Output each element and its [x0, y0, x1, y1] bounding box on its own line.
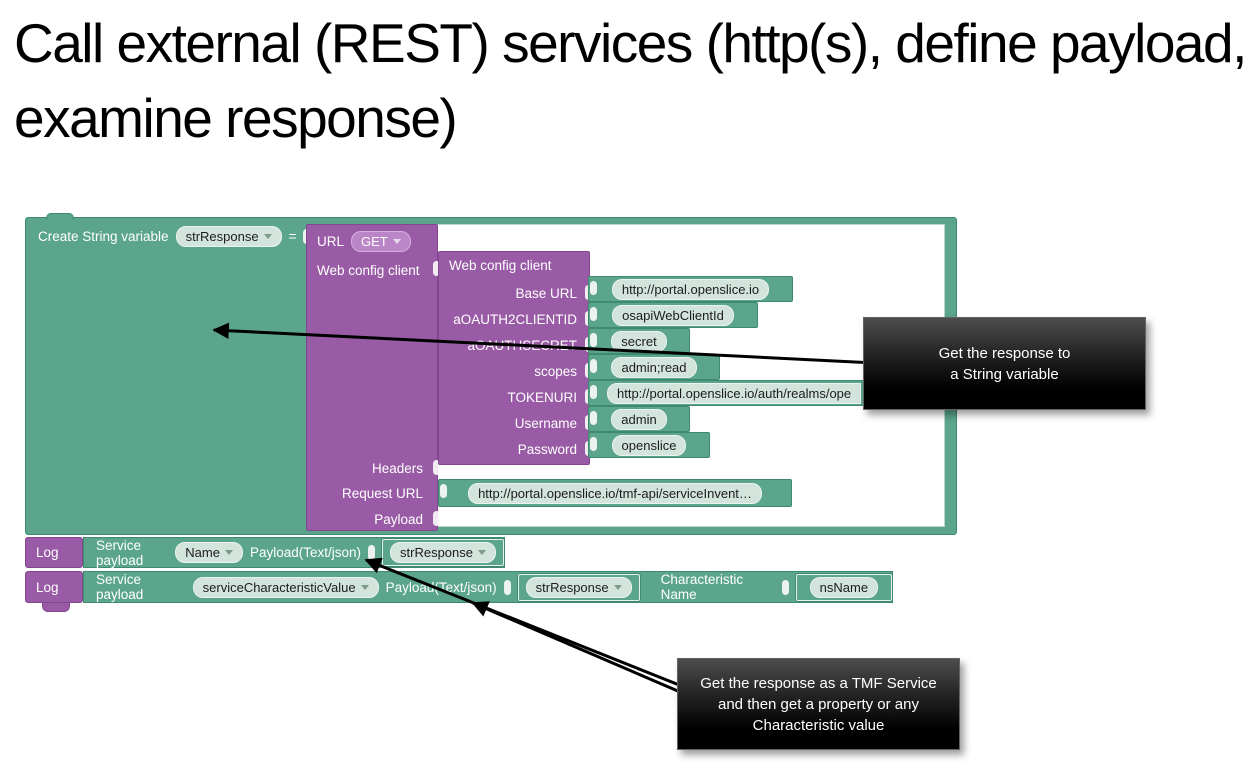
headers-label: Headers — [371, 461, 423, 476]
value-block-oauth2clientid[interactable]: osapiWebClientId — [588, 302, 758, 328]
log-body: Service payload Name Payload(Text/json) … — [83, 537, 505, 568]
url-block[interactable]: URL GET Web config client Headers Reques… — [306, 224, 440, 531]
field-label-password: Password — [439, 436, 592, 462]
payload-text-json-label: Payload(Text/json) — [249, 545, 362, 560]
create-block-header: Create String variable strResponse = — [38, 226, 311, 247]
variable-dropdown[interactable]: strResponse — [175, 226, 282, 247]
variable-dropdown[interactable]: strResponse — [390, 542, 496, 563]
payload-label: Payload — [374, 512, 423, 527]
value-block-password[interactable]: openslice — [588, 432, 710, 458]
service-payload-label: Service payload — [96, 537, 144, 568]
characteristic-name-label: Characteristic Name — [660, 572, 744, 602]
block-connector-notch — [46, 213, 74, 220]
variable-block-strresponse[interactable]: strResponse — [517, 573, 640, 601]
field-label-oauthsecret: aOAUTHSECRET — [439, 332, 592, 358]
log-block-characteristic[interactable]: Log Service payload serviceCharacteristi… — [25, 571, 893, 603]
value-block-username[interactable]: admin — [588, 406, 690, 432]
http-method-value: GET — [361, 233, 388, 249]
text-field[interactable]: admin;read — [611, 356, 697, 378]
dropdown-arrow-icon — [478, 550, 486, 555]
dropdown-arrow-icon — [360, 584, 369, 590]
text-field[interactable]: http://portal.openslice.io/tmf-api/servi… — [468, 482, 762, 504]
log-stub[interactable]: Log — [25, 537, 83, 568]
value-socket-icon — [440, 484, 447, 498]
value-socket-icon — [368, 545, 376, 560]
create-string-variable-block[interactable]: Create String variable strResponse = URL… — [25, 213, 957, 535]
value-socket-icon — [590, 385, 597, 399]
value-block-request-url[interactable]: http://portal.openslice.io/tmf-api/servi… — [438, 479, 792, 507]
dropdown-arrow-icon — [263, 234, 272, 239]
value-socket-icon — [781, 579, 789, 595]
page-title: Call external (REST) services (http(s), … — [14, 12, 1247, 149]
next-block-connector — [42, 602, 70, 612]
field-label-oauth2clientid: aOAUTH2CLIENTID — [439, 306, 592, 332]
client-socket-icon — [433, 261, 440, 276]
text-field[interactable]: secret — [611, 330, 667, 352]
property-dropdown[interactable]: Name — [175, 542, 243, 563]
value-socket-icon — [590, 411, 597, 425]
dropdown-arrow-icon — [613, 584, 622, 590]
variable-dropdown-value: strResponse — [185, 229, 259, 244]
text-field[interactable]: http://portal.openslice.io/auth/realms/o… — [607, 382, 862, 404]
text-field[interactable]: osapiWebClientId — [612, 304, 734, 326]
text-field[interactable]: openslice — [611, 434, 687, 456]
headers-socket-icon — [433, 460, 440, 475]
field-label-tokenuri: TOKENURI — [439, 384, 592, 410]
log-stub[interactable]: Log — [25, 571, 83, 603]
value-socket-icon — [590, 359, 597, 373]
property-dropdown[interactable]: serviceCharacteristicValue — [192, 576, 379, 598]
log-body: Service payload serviceCharacteristicVal… — [83, 571, 893, 603]
variable-dropdown[interactable]: strResponse — [525, 576, 632, 598]
log-block-name[interactable]: Log Service payload Name Payload(Text/js… — [25, 537, 505, 568]
field-label-scopes: scopes — [439, 358, 592, 384]
value-socket-icon — [590, 281, 597, 295]
dropdown-arrow-icon — [224, 550, 233, 555]
value-socket-icon — [503, 579, 511, 595]
value-block-oauthsecret[interactable]: secret — [588, 328, 690, 354]
create-label: Create String variable — [38, 229, 169, 244]
http-method-dropdown[interactable]: GET — [351, 230, 411, 252]
callout-string-variable: Get the response to a String variable — [863, 317, 1146, 410]
web-config-client-block[interactable]: Web config client Base URL aOAUTH2CLIENT… — [438, 251, 592, 465]
text-field[interactable]: http://portal.openslice.io — [611, 278, 770, 300]
service-payload-label: Service payload — [96, 572, 144, 602]
equals-sign: = — [288, 229, 297, 244]
value-socket-icon — [590, 307, 597, 321]
dropdown-arrow-icon — [392, 238, 401, 244]
value-block-nsname[interactable]: nsName — [795, 573, 892, 601]
request-url-label: Request URL — [341, 486, 423, 501]
client-socket-label: Web config client — [317, 262, 420, 278]
text-field[interactable]: admin — [611, 408, 667, 430]
variable-block-strresponse[interactable]: strResponse — [382, 539, 504, 566]
web-config-client-title: Web config client — [449, 258, 552, 273]
payload-socket-icon — [433, 511, 440, 526]
value-block-base-url[interactable]: http://portal.openslice.io — [588, 276, 793, 302]
url-label: URL — [317, 233, 345, 249]
value-socket-icon — [590, 333, 597, 347]
client-socket-row: Web config client — [307, 257, 437, 283]
payload-text-json-label: Payload(Text/json) — [385, 579, 497, 595]
url-method-row: URL GET — [307, 228, 437, 254]
field-label-username: Username — [439, 410, 592, 436]
text-field[interactable]: nsName — [809, 576, 879, 598]
callout-tmf-service: Get the response as a TMF Service and th… — [677, 658, 960, 750]
value-block-scopes[interactable]: admin;read — [588, 354, 720, 380]
value-socket-icon — [590, 437, 597, 451]
field-label-base-url: Base URL — [439, 280, 592, 306]
